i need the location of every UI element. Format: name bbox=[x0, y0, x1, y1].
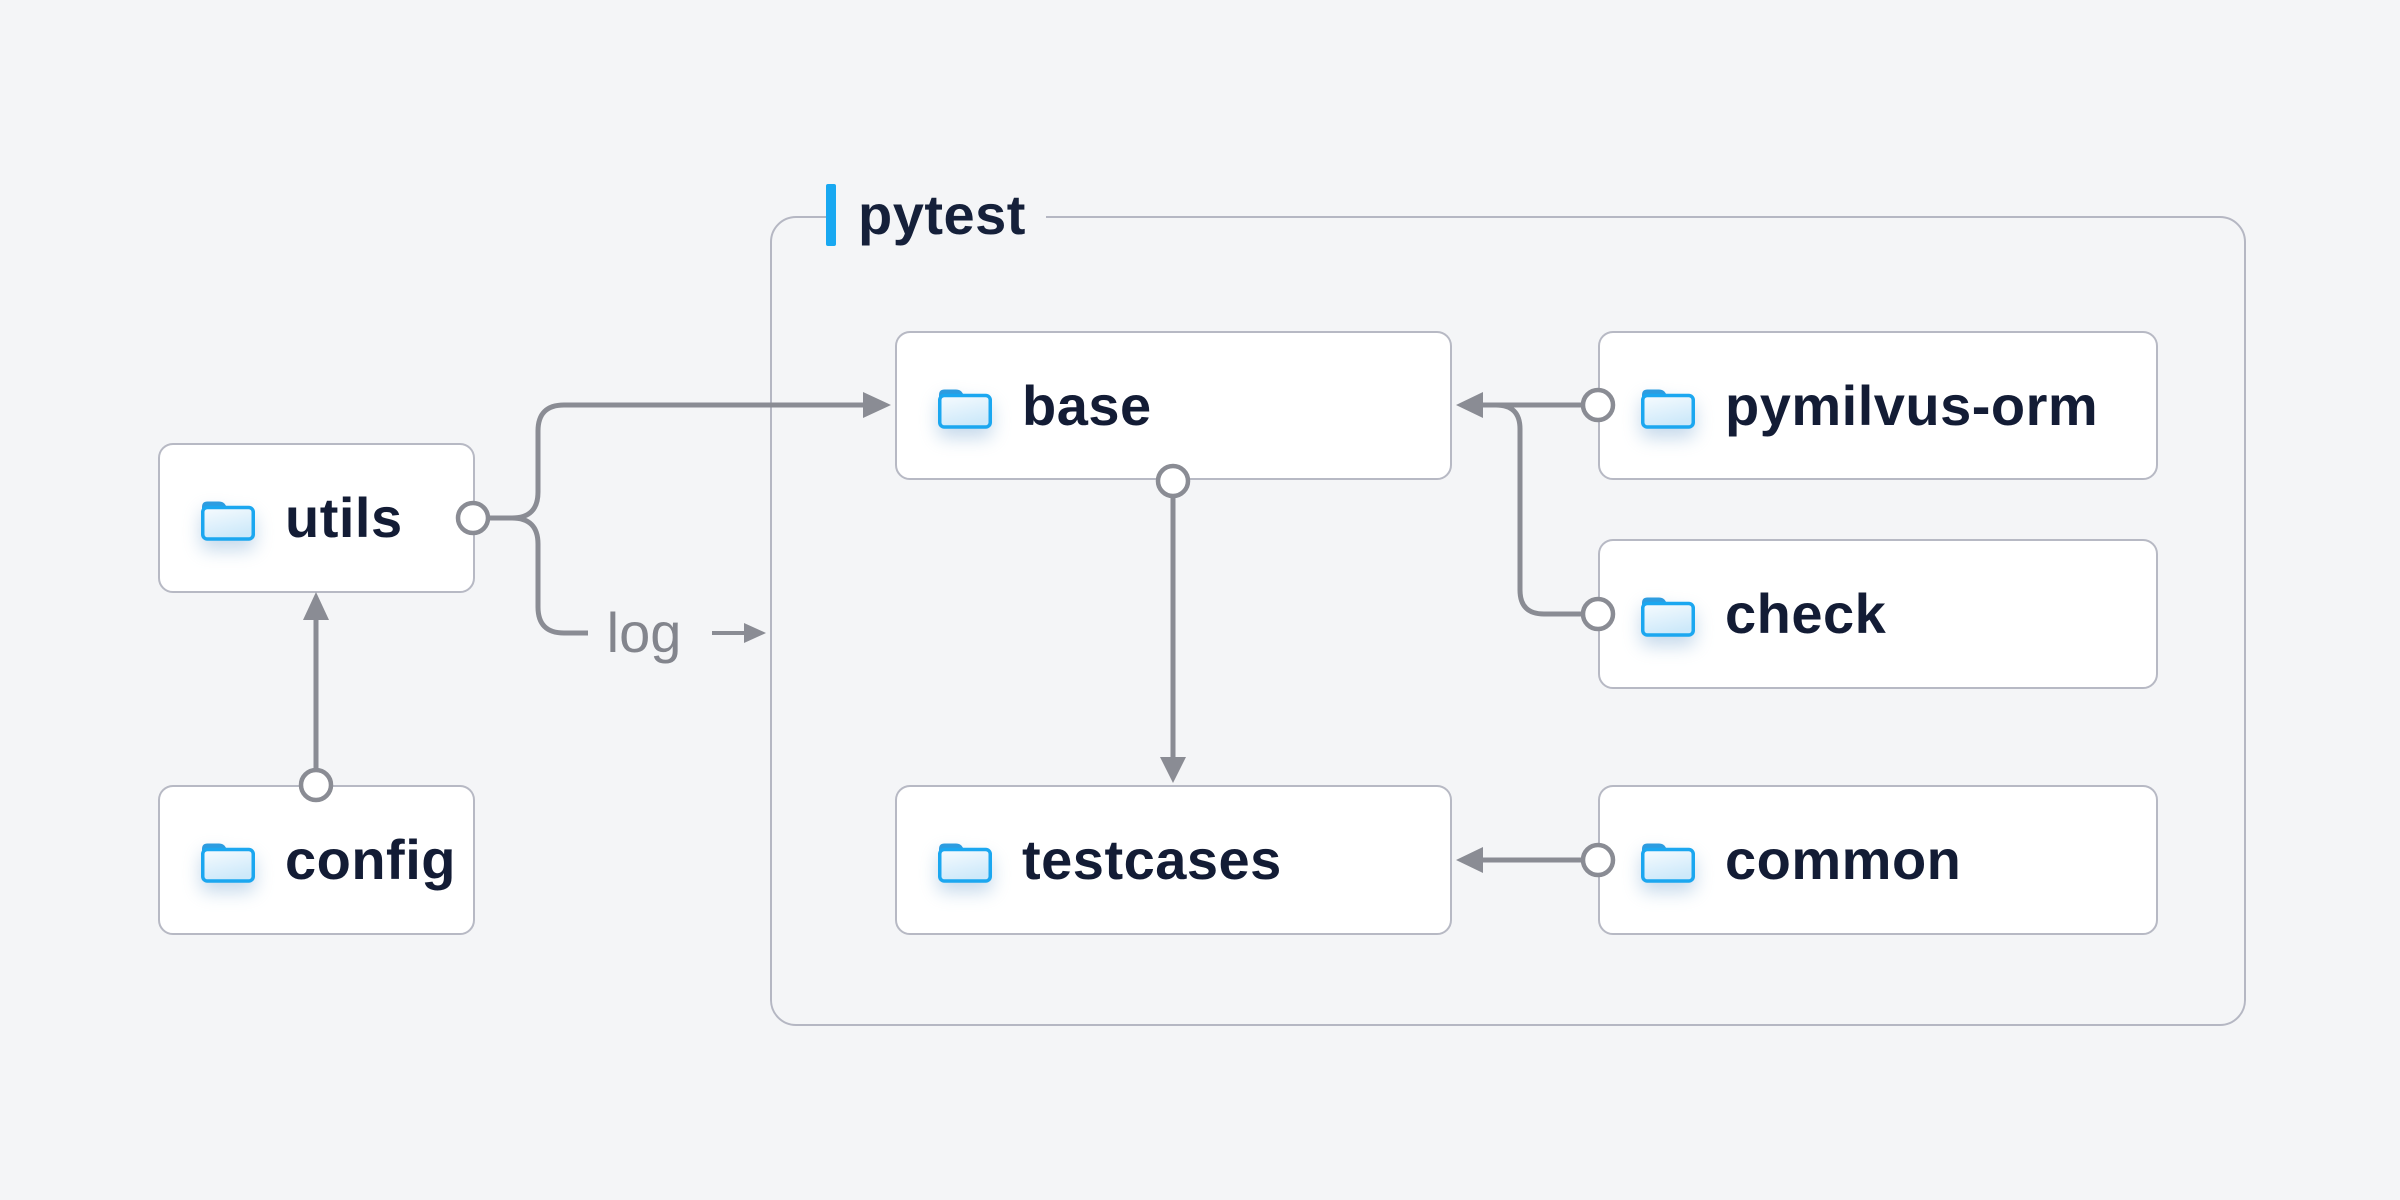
node-utils: utils bbox=[158, 443, 475, 593]
group-title: pytest bbox=[858, 183, 1026, 246]
node-label: pymilvus-orm bbox=[1725, 373, 2099, 437]
node-label: utils bbox=[285, 486, 403, 549]
folder-icon bbox=[1640, 841, 1695, 883]
node-check: check bbox=[1598, 539, 2158, 689]
folder-icon bbox=[1640, 387, 1695, 429]
node-base: base bbox=[895, 331, 1452, 480]
accent-bar-icon bbox=[826, 184, 836, 246]
arrowhead-into-utils bbox=[303, 592, 329, 620]
folder-icon bbox=[937, 841, 992, 883]
node-label: base bbox=[1022, 373, 1152, 437]
pytest-group-label: pytest bbox=[826, 183, 1046, 247]
node-label: testcases bbox=[1022, 828, 1282, 891]
node-pymilvus-orm: pymilvus-orm bbox=[1598, 331, 2158, 480]
folder-icon bbox=[200, 499, 255, 541]
folder-icon bbox=[200, 841, 255, 883]
node-testcases: testcases bbox=[895, 785, 1452, 935]
arrowhead-log-into-group bbox=[744, 623, 766, 643]
pytest-group-border bbox=[770, 216, 2246, 1026]
edge-utils-log bbox=[489, 515, 588, 636]
folder-icon bbox=[1640, 595, 1695, 637]
node-label: common bbox=[1725, 828, 1962, 891]
node-common: common bbox=[1598, 785, 2158, 935]
node-label: check bbox=[1725, 582, 1887, 645]
folder-icon bbox=[937, 387, 992, 429]
node-config: config bbox=[158, 785, 475, 935]
node-label: config bbox=[285, 828, 456, 891]
edge-label-log: log bbox=[606, 601, 682, 664]
